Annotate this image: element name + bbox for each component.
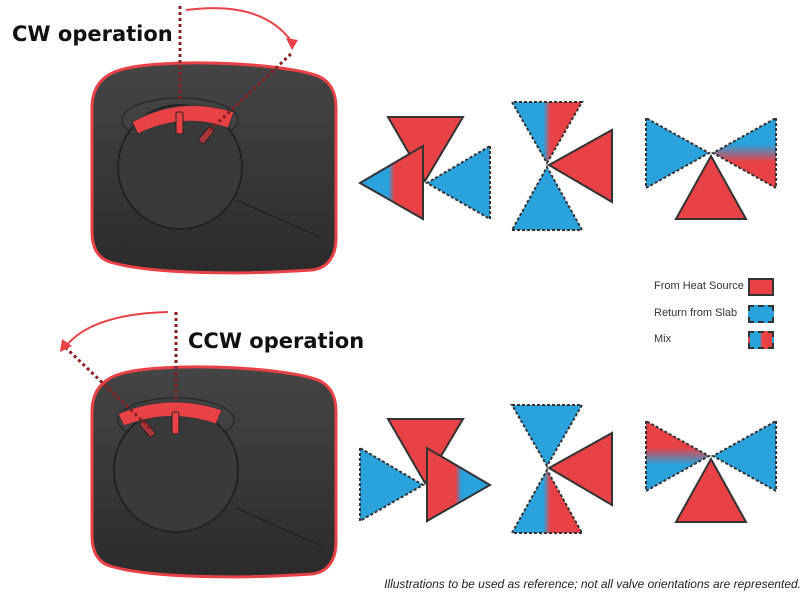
legend-swatch-mix — [748, 331, 774, 349]
legend-swatch-heat — [748, 278, 774, 296]
cw-operation-label: CW operation — [12, 22, 173, 46]
legend-label-return: Return from Slab — [654, 307, 738, 319]
cw-arrow — [185, 7, 293, 43]
legend-swatch-return — [748, 305, 774, 323]
ccw-arrowhead-icon — [60, 339, 72, 352]
valve-ccw-1 — [359, 418, 492, 523]
valve-cw-3 — [645, 116, 777, 220]
legend-label-mix: Mix — [654, 333, 672, 345]
valve-ccw-2 — [510, 404, 613, 534]
ccw-operation-label: CCW operation — [188, 329, 365, 353]
caption: Illustrations to be used as reference; n… — [384, 577, 801, 591]
valve-cw-2 — [510, 101, 613, 231]
cw-actuator — [90, 61, 338, 275]
ccw-actuator — [90, 365, 338, 579]
ccw-arrow — [65, 311, 169, 347]
cw-arrowhead-icon — [286, 38, 298, 50]
valve-ccw-3 — [645, 419, 777, 523]
valve-cw-1 — [358, 116, 491, 221]
cw-end-line — [208, 50, 295, 132]
legend-label-heat: From Heat Source — [654, 280, 744, 292]
ccw-end-line — [64, 346, 152, 430]
